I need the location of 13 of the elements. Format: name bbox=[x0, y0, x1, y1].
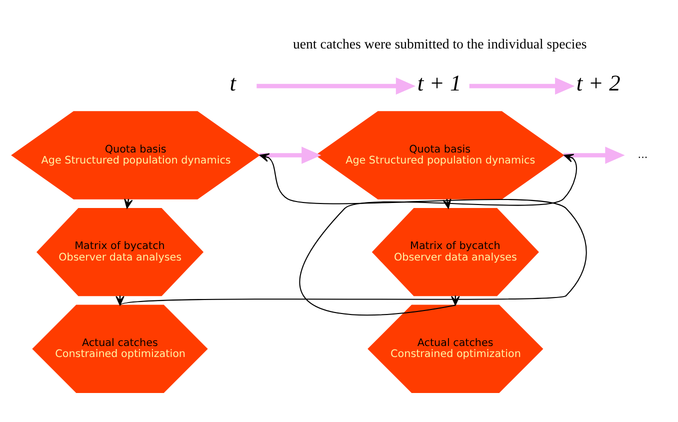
node-text: t + 2 bbox=[576, 70, 620, 96]
node-text: ... bbox=[638, 148, 648, 161]
label: uent catches were submitted to the individual species bbox=[292, 36, 587, 52]
arrow bbox=[116, 296, 124, 306]
node-text: t bbox=[230, 70, 236, 96]
node-text: t + 1 bbox=[417, 70, 462, 96]
arrow bbox=[256, 77, 416, 95]
arrow bbox=[300, 154, 577, 316]
arrow bbox=[564, 146, 625, 164]
arrow bbox=[259, 146, 322, 164]
arrow bbox=[469, 77, 575, 95]
arrow bbox=[451, 296, 460, 306]
arrow bbox=[120, 153, 587, 306]
